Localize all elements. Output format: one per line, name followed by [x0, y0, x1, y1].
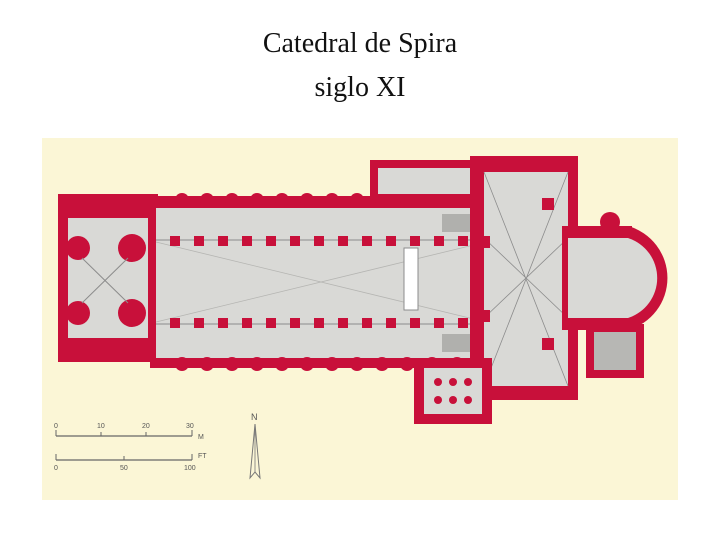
title-block: Catedral de Spira siglo XI — [0, 22, 720, 110]
apse-floor — [628, 238, 658, 318]
scale-feet-tick: 0 — [54, 465, 58, 472]
scale-meters-tick: 20 — [142, 423, 150, 430]
scale-feet-tick: 50 — [120, 465, 128, 472]
floor-plan-image: 0 10 20 30 M 0 50 100 FT N — [42, 138, 678, 500]
north-arrow-icon: N — [249, 412, 261, 480]
scale-meters-unit: M — [198, 434, 204, 441]
tower-stair — [600, 212, 620, 232]
scale-meters-tick: 10 — [97, 423, 105, 430]
north-chapel — [370, 160, 482, 200]
westwork-vault-lines — [81, 257, 129, 304]
sacristy — [586, 324, 644, 378]
scale-bar-meters: 0 10 20 30 M — [54, 423, 204, 441]
choir-floor — [568, 238, 632, 318]
transept-vault-lines — [483, 171, 569, 387]
page-title: Catedral de Spira — [262, 28, 458, 59]
choir-apse — [562, 212, 668, 344]
westwork — [58, 194, 158, 362]
nave-floor — [156, 208, 486, 358]
scale-meters-tick: 0 — [54, 423, 58, 430]
floor-plan-drawing: 0 10 20 30 M 0 50 100 FT N — [54, 156, 668, 480]
nave-stairs — [403, 214, 478, 352]
westwork-pier — [118, 299, 146, 327]
nave-vault-lines — [155, 241, 487, 323]
nave — [150, 196, 490, 368]
north-label: N — [251, 412, 258, 422]
south-annex — [414, 358, 492, 424]
scale-meters-tick: 30 — [186, 423, 194, 430]
scale-feet-unit: FT — [198, 453, 207, 460]
scale-feet-tick: 100 — [184, 465, 196, 472]
westwork-pier — [118, 234, 146, 262]
scale-bar-feet: 0 50 100 FT — [54, 453, 207, 472]
page-subtitle: siglo XI — [314, 72, 406, 103]
westwork-pier — [66, 236, 90, 260]
westwork-pier — [66, 301, 90, 325]
